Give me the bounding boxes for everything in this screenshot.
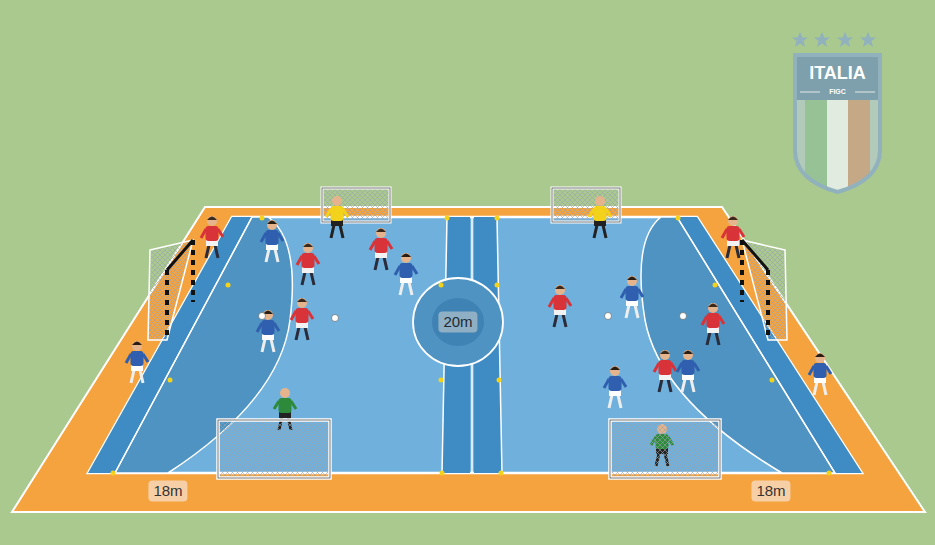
goal bbox=[218, 420, 330, 478]
figc-crest bbox=[837, 32, 853, 47]
goal bbox=[167, 240, 193, 270]
crest-federation: FIGC bbox=[829, 88, 846, 96]
goal bbox=[610, 420, 720, 478]
figc-crest bbox=[795, 55, 880, 195]
balls bbox=[605, 313, 612, 320]
crest-wordmark: ITALIA bbox=[809, 63, 866, 84]
cones bbox=[439, 283, 444, 288]
cones bbox=[111, 471, 116, 476]
figc-crest bbox=[827, 100, 848, 195]
players bbox=[257, 310, 279, 352]
goal bbox=[610, 420, 720, 478]
players bbox=[297, 243, 319, 285]
dimension-label: 18m bbox=[148, 480, 187, 501]
goal bbox=[165, 270, 169, 340]
players bbox=[126, 341, 148, 383]
figc-crest bbox=[792, 32, 808, 47]
goal bbox=[766, 270, 770, 340]
cones bbox=[770, 378, 775, 383]
players bbox=[702, 303, 724, 345]
players bbox=[261, 220, 283, 262]
centre-lines bbox=[497, 217, 502, 473]
goal bbox=[742, 240, 787, 340]
goal bbox=[148, 240, 193, 340]
cones bbox=[168, 378, 173, 383]
cones bbox=[827, 471, 832, 476]
players bbox=[549, 285, 571, 327]
figc-crest bbox=[792, 32, 880, 195]
goal bbox=[148, 240, 193, 340]
dimension-label: 18m bbox=[751, 480, 790, 501]
players bbox=[677, 350, 699, 392]
cones bbox=[495, 216, 500, 221]
players bbox=[291, 298, 313, 340]
goal bbox=[742, 240, 768, 270]
cones bbox=[495, 283, 500, 288]
goal bbox=[610, 420, 720, 478]
figc-crest bbox=[800, 92, 820, 93]
figc-crest bbox=[855, 92, 875, 93]
pitch-surround bbox=[12, 207, 925, 512]
figc-crest bbox=[860, 32, 876, 47]
figc-crest bbox=[795, 55, 880, 192]
players bbox=[395, 253, 417, 295]
cones bbox=[497, 378, 502, 383]
centre-circle bbox=[413, 278, 503, 366]
balls bbox=[332, 315, 339, 322]
cones bbox=[676, 216, 681, 221]
players bbox=[589, 196, 611, 238]
players bbox=[604, 366, 626, 408]
goal bbox=[742, 240, 787, 340]
cones bbox=[439, 378, 444, 383]
cones bbox=[713, 283, 718, 288]
cones bbox=[445, 216, 450, 221]
figc-crest bbox=[795, 55, 880, 100]
cones bbox=[260, 216, 265, 221]
players bbox=[126, 196, 831, 430]
players bbox=[809, 353, 831, 395]
figc-crest bbox=[795, 55, 880, 195]
players bbox=[654, 350, 676, 392]
players bbox=[370, 228, 392, 270]
cones bbox=[440, 471, 445, 476]
goal bbox=[218, 420, 330, 478]
cones bbox=[499, 471, 504, 476]
players bbox=[621, 276, 643, 318]
players bbox=[201, 216, 223, 258]
balls bbox=[680, 313, 687, 320]
goal bbox=[191, 240, 195, 302]
figc-crest bbox=[848, 100, 870, 195]
court-surface bbox=[88, 217, 862, 473]
balls bbox=[259, 313, 266, 320]
goal bbox=[218, 420, 330, 478]
cones bbox=[226, 283, 231, 288]
figc-crest bbox=[814, 32, 830, 47]
centre-spot-area bbox=[432, 298, 484, 346]
goal bbox=[740, 240, 744, 302]
dimension-label: 20m bbox=[438, 311, 477, 332]
figc-crest bbox=[805, 100, 827, 195]
players bbox=[722, 216, 744, 258]
players bbox=[326, 196, 348, 238]
